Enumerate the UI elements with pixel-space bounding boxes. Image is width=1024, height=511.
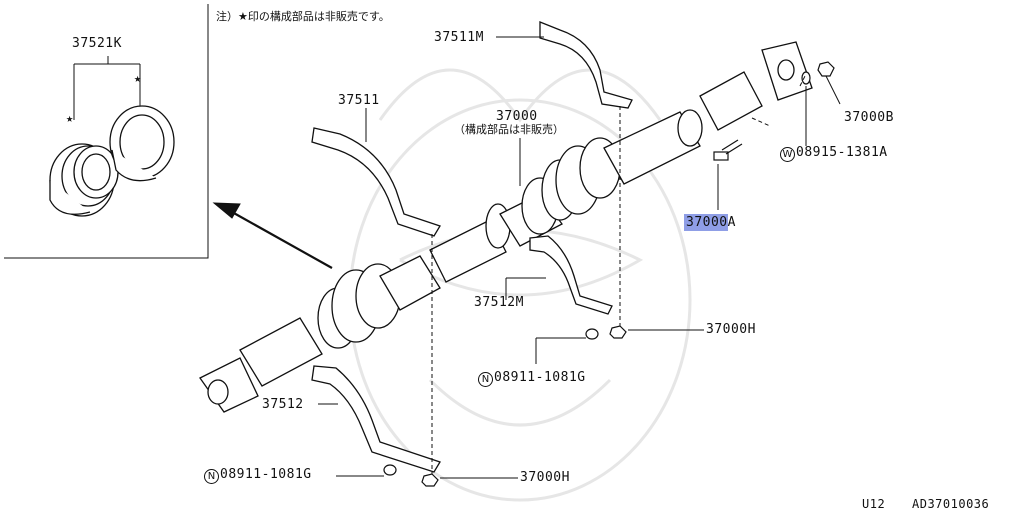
- inset-leader-lines: [73, 56, 141, 120]
- nut-symbol-N-lower: N: [204, 469, 219, 484]
- star-marker-left: ★: [66, 111, 74, 125]
- nut-37000H-upper: [609, 325, 627, 339]
- callout-37000H-lower: 37000H: [520, 470, 570, 485]
- part-number-08911-lower: 08911-1081G: [220, 467, 312, 482]
- propeller-shaft-body: [199, 41, 813, 413]
- bearing-cushion-part: [109, 105, 175, 182]
- nut-symbol-N-upper: N: [478, 372, 493, 387]
- washer-08915: [801, 71, 811, 85]
- callout-37000A[interactable]: 37000A: [684, 214, 736, 231]
- washer-08911-upper: [585, 328, 599, 340]
- callout-37000H-upper: 37000H: [706, 322, 756, 337]
- callout-37512: 37512: [262, 397, 304, 412]
- nut-37000B: [817, 61, 835, 77]
- nut-37000H-lower: [421, 473, 439, 487]
- callout-37511M: 37511M: [434, 30, 484, 45]
- callout-37000B: 37000B: [844, 110, 894, 125]
- dashed-guides: [431, 73, 807, 474]
- washer-08911-lower: [383, 464, 397, 476]
- callout-37000-subnote: （構成部品は非販売）: [454, 123, 564, 136]
- callout-37521K: 37521K: [72, 36, 122, 51]
- washer-symbol-W: W: [780, 147, 795, 162]
- direction-arrow: [212, 202, 333, 269]
- footer-model: U12: [862, 497, 886, 511]
- leader-lines: [318, 36, 841, 479]
- inset-frame: [4, 4, 209, 259]
- callout-37000: 37000: [496, 109, 538, 124]
- center-bearing-part: [49, 143, 119, 217]
- bracket-37512M: [529, 235, 613, 315]
- callout-37512M: 37512M: [474, 295, 524, 310]
- non-sale-note: 注）★印の構成部品は非販売です。: [216, 10, 390, 23]
- part-suffix-A: A: [727, 215, 736, 230]
- highlighted-part-number[interactable]: 37000: [684, 214, 728, 231]
- part-number-08911-upper: 08911-1081G: [494, 370, 586, 385]
- star-marker-right: ★: [134, 71, 142, 85]
- footer-diagram-code: AD37010036: [912, 497, 990, 511]
- bracket-37512: [311, 365, 441, 473]
- bolt-37000A: [713, 139, 743, 161]
- bracket-37511: [311, 127, 441, 237]
- callout-37511: 37511: [338, 93, 380, 108]
- bracket-37511M: [539, 21, 633, 109]
- part-number-08915: 08915-1381A: [796, 145, 888, 160]
